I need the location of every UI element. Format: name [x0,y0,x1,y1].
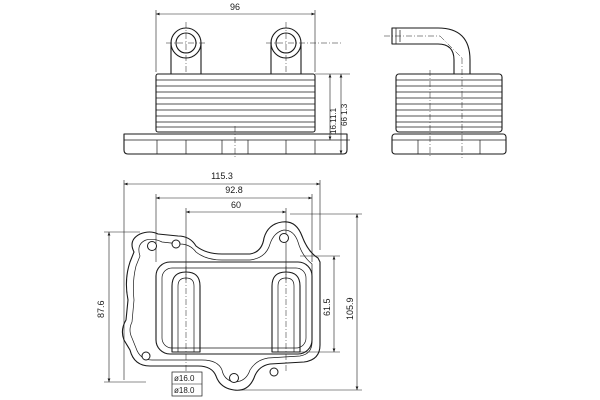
side-fin-stack [395,73,503,133]
plan-port-left [171,266,201,372]
side-view [384,27,507,158]
dim-right-height-b: 66 1.3 [340,103,349,126]
front-pipe-right [266,22,342,75]
mount-hole-bottom-right [269,367,279,377]
front-view: 96 [123,2,350,158]
mount-hole-top-right [279,233,289,243]
front-pipe-left [166,22,206,75]
front-base-plate [123,126,348,158]
side-elbow-pipe [384,27,471,158]
dim-left-height: 87.6 [96,300,106,318]
diameter-callout: ø16.0 ø18.0 [171,371,203,397]
mount-hole-top-left [147,241,157,251]
mount-hole-bottom-left [141,351,151,361]
dim-port-vertical: 61.5 [322,298,332,316]
mount-hole-top-mid [171,239,181,249]
plan-port-right [271,266,301,372]
mount-hole-bottom-mid [229,373,239,383]
dim-right-height-a: 16.11.1 [329,107,338,134]
dim-overall-height: 105.9 [345,297,355,320]
dim-overall-width: 115.3 [211,171,233,181]
dim-top-width: 96 [230,2,240,12]
dim-mid-width: 92.8 [225,185,243,195]
side-base-plate [391,133,507,155]
dim-port-spacing: 60 [231,200,241,210]
plan-view: 115.3 92.8 60 [96,171,362,397]
front-fin-stack [155,73,316,133]
flange-outline [121,221,321,391]
dim-diam-outer: ø18.0 [174,386,195,395]
dim-diam-inner: ø16.0 [174,374,195,383]
